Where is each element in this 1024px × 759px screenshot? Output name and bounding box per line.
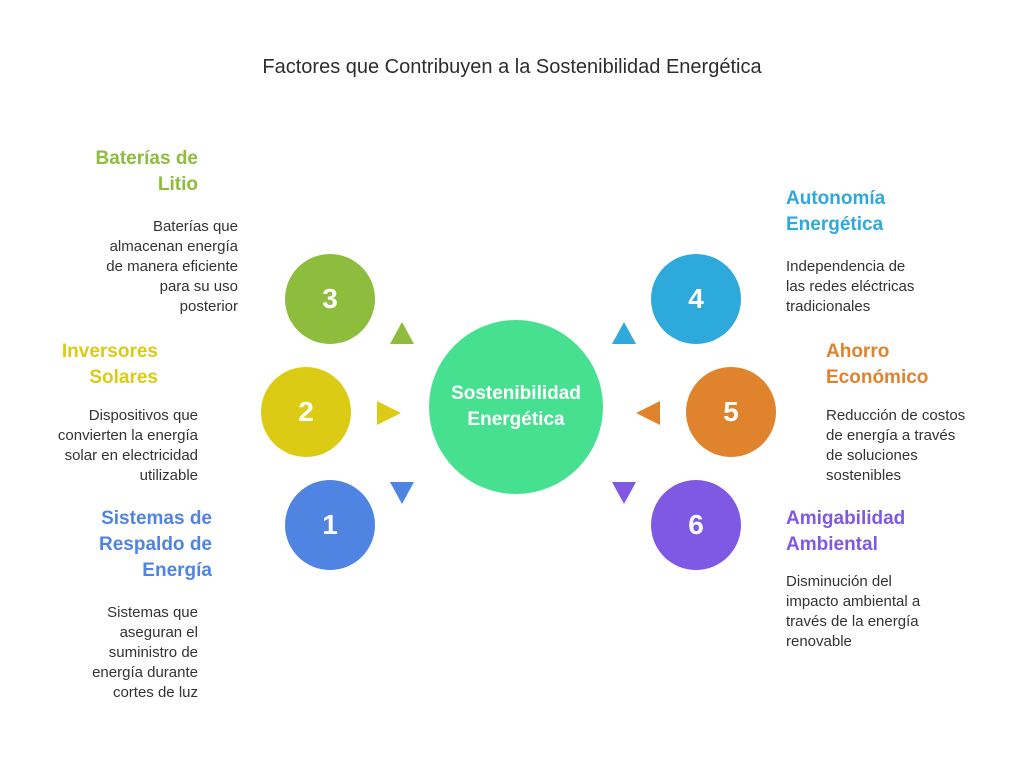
center-line-2: Energética bbox=[467, 409, 565, 430]
factor-3-desc-line: para su uso bbox=[159, 278, 238, 295]
diagram-title: Factores que Contribuyen a la Sostenibil… bbox=[262, 56, 762, 78]
factor-6-description: Disminución del impacto ambiental a trav… bbox=[786, 572, 920, 652]
factor-3-desc-line: Baterías que bbox=[152, 218, 238, 235]
factor-1-heading-line: Respaldo de bbox=[99, 534, 212, 555]
factor-2-desc-line: solar en electricidad bbox=[64, 447, 198, 464]
arrow-5 bbox=[636, 401, 660, 425]
factor-2-desc-line: Dispositivos que bbox=[88, 407, 198, 424]
factor-2-description: Dispositivos que convierten la energía s… bbox=[58, 406, 198, 486]
factor-3-desc-line: almacenan energía bbox=[109, 238, 238, 255]
factor-5-desc-line: de energía a través bbox=[826, 427, 956, 444]
factor-2-desc-line: utilizable bbox=[139, 467, 198, 484]
center-line-1: Sostenibilidad bbox=[451, 383, 581, 404]
factor-1-circle: 1 bbox=[285, 480, 375, 570]
factor-3-heading-line: Litio bbox=[157, 174, 198, 195]
arrow-1 bbox=[390, 482, 414, 504]
factor-5-desc-line: sostenibles bbox=[826, 467, 902, 484]
factor-3-desc-line: posterior bbox=[179, 298, 238, 315]
factor-1-desc-line: energía durante bbox=[92, 664, 198, 681]
factor-6-desc-line: impacto ambiental a bbox=[786, 593, 921, 610]
factor-5-heading-line: Ahorro bbox=[826, 341, 890, 362]
factor-5-desc-line: Reducción de costos bbox=[826, 407, 966, 424]
factor-6-heading-line: Amigabilidad bbox=[786, 508, 906, 529]
factor-1-desc-line: Sistemas que bbox=[107, 604, 198, 621]
factor-4-description: Independencia de las redes eléctricas tr… bbox=[786, 257, 914, 317]
factor-2-heading-line: Solares bbox=[89, 367, 158, 388]
factor-4-heading: Autonomía Energética bbox=[786, 186, 885, 238]
factor-3-heading-line: Baterías de bbox=[95, 148, 198, 169]
factor-4-desc-line: Independencia de bbox=[786, 258, 906, 275]
factor-6-heading-line: Ambiental bbox=[786, 534, 878, 555]
factor-5-heading-line: Económico bbox=[826, 367, 929, 388]
factor-5-desc-line: de soluciones bbox=[826, 447, 918, 464]
factor-3-description: Baterías que almacenan energía de manera… bbox=[106, 217, 238, 317]
factor-4-desc-line: las redes eléctricas bbox=[786, 278, 915, 295]
factor-2-desc-line: convierten la energía bbox=[57, 427, 198, 444]
factor-4-heading-line: Energética bbox=[786, 214, 884, 235]
factor-4-heading-line: Autonomía bbox=[786, 188, 886, 209]
factor-3-heading: Baterías de Litio bbox=[96, 146, 198, 198]
factor-2-heading: Inversores Solares bbox=[62, 339, 158, 391]
factor-6-heading: Amigabilidad Ambiental bbox=[786, 506, 905, 558]
factor-3-circle: 3 bbox=[285, 254, 375, 344]
factor-2-heading-line: Inversores bbox=[61, 341, 158, 362]
factor-1-desc-line: aseguran el bbox=[119, 624, 198, 641]
factor-6-desc-line: través de la energía bbox=[786, 613, 919, 630]
factor-3-desc-line: de manera eficiente bbox=[106, 258, 238, 275]
factor-5-description: Reducción de costos de energía a través … bbox=[826, 406, 965, 486]
factor-5-heading: Ahorro Económico bbox=[826, 339, 928, 391]
factor-5-circle: 5 bbox=[686, 367, 776, 457]
factor-1-desc-line: suministro de bbox=[108, 644, 198, 661]
factor-1-heading-line: Energía bbox=[142, 560, 212, 581]
factor-1-heading-line: Sistemas de bbox=[101, 508, 212, 529]
factor-4-desc-line: tradicionales bbox=[786, 298, 871, 315]
center-circle: Sostenibilidad Energética bbox=[429, 320, 603, 494]
factor-4-circle: 4 bbox=[651, 254, 741, 344]
arrow-3 bbox=[390, 322, 414, 344]
factor-6-circle: 6 bbox=[651, 480, 741, 570]
factor-1-heading: Sistemas de Respaldo de Energía bbox=[99, 506, 212, 584]
factor-1-desc-line: cortes de luz bbox=[112, 684, 198, 701]
factor-2-circle: 2 bbox=[261, 367, 351, 457]
factor-6-desc-line: Disminución del bbox=[786, 573, 892, 590]
arrow-6 bbox=[612, 482, 636, 504]
arrow-2 bbox=[377, 401, 401, 425]
factor-1-description: Sistemas que aseguran el suministro de e… bbox=[92, 603, 198, 703]
factor-6-desc-line: renovable bbox=[786, 633, 852, 650]
arrow-4 bbox=[612, 322, 636, 344]
